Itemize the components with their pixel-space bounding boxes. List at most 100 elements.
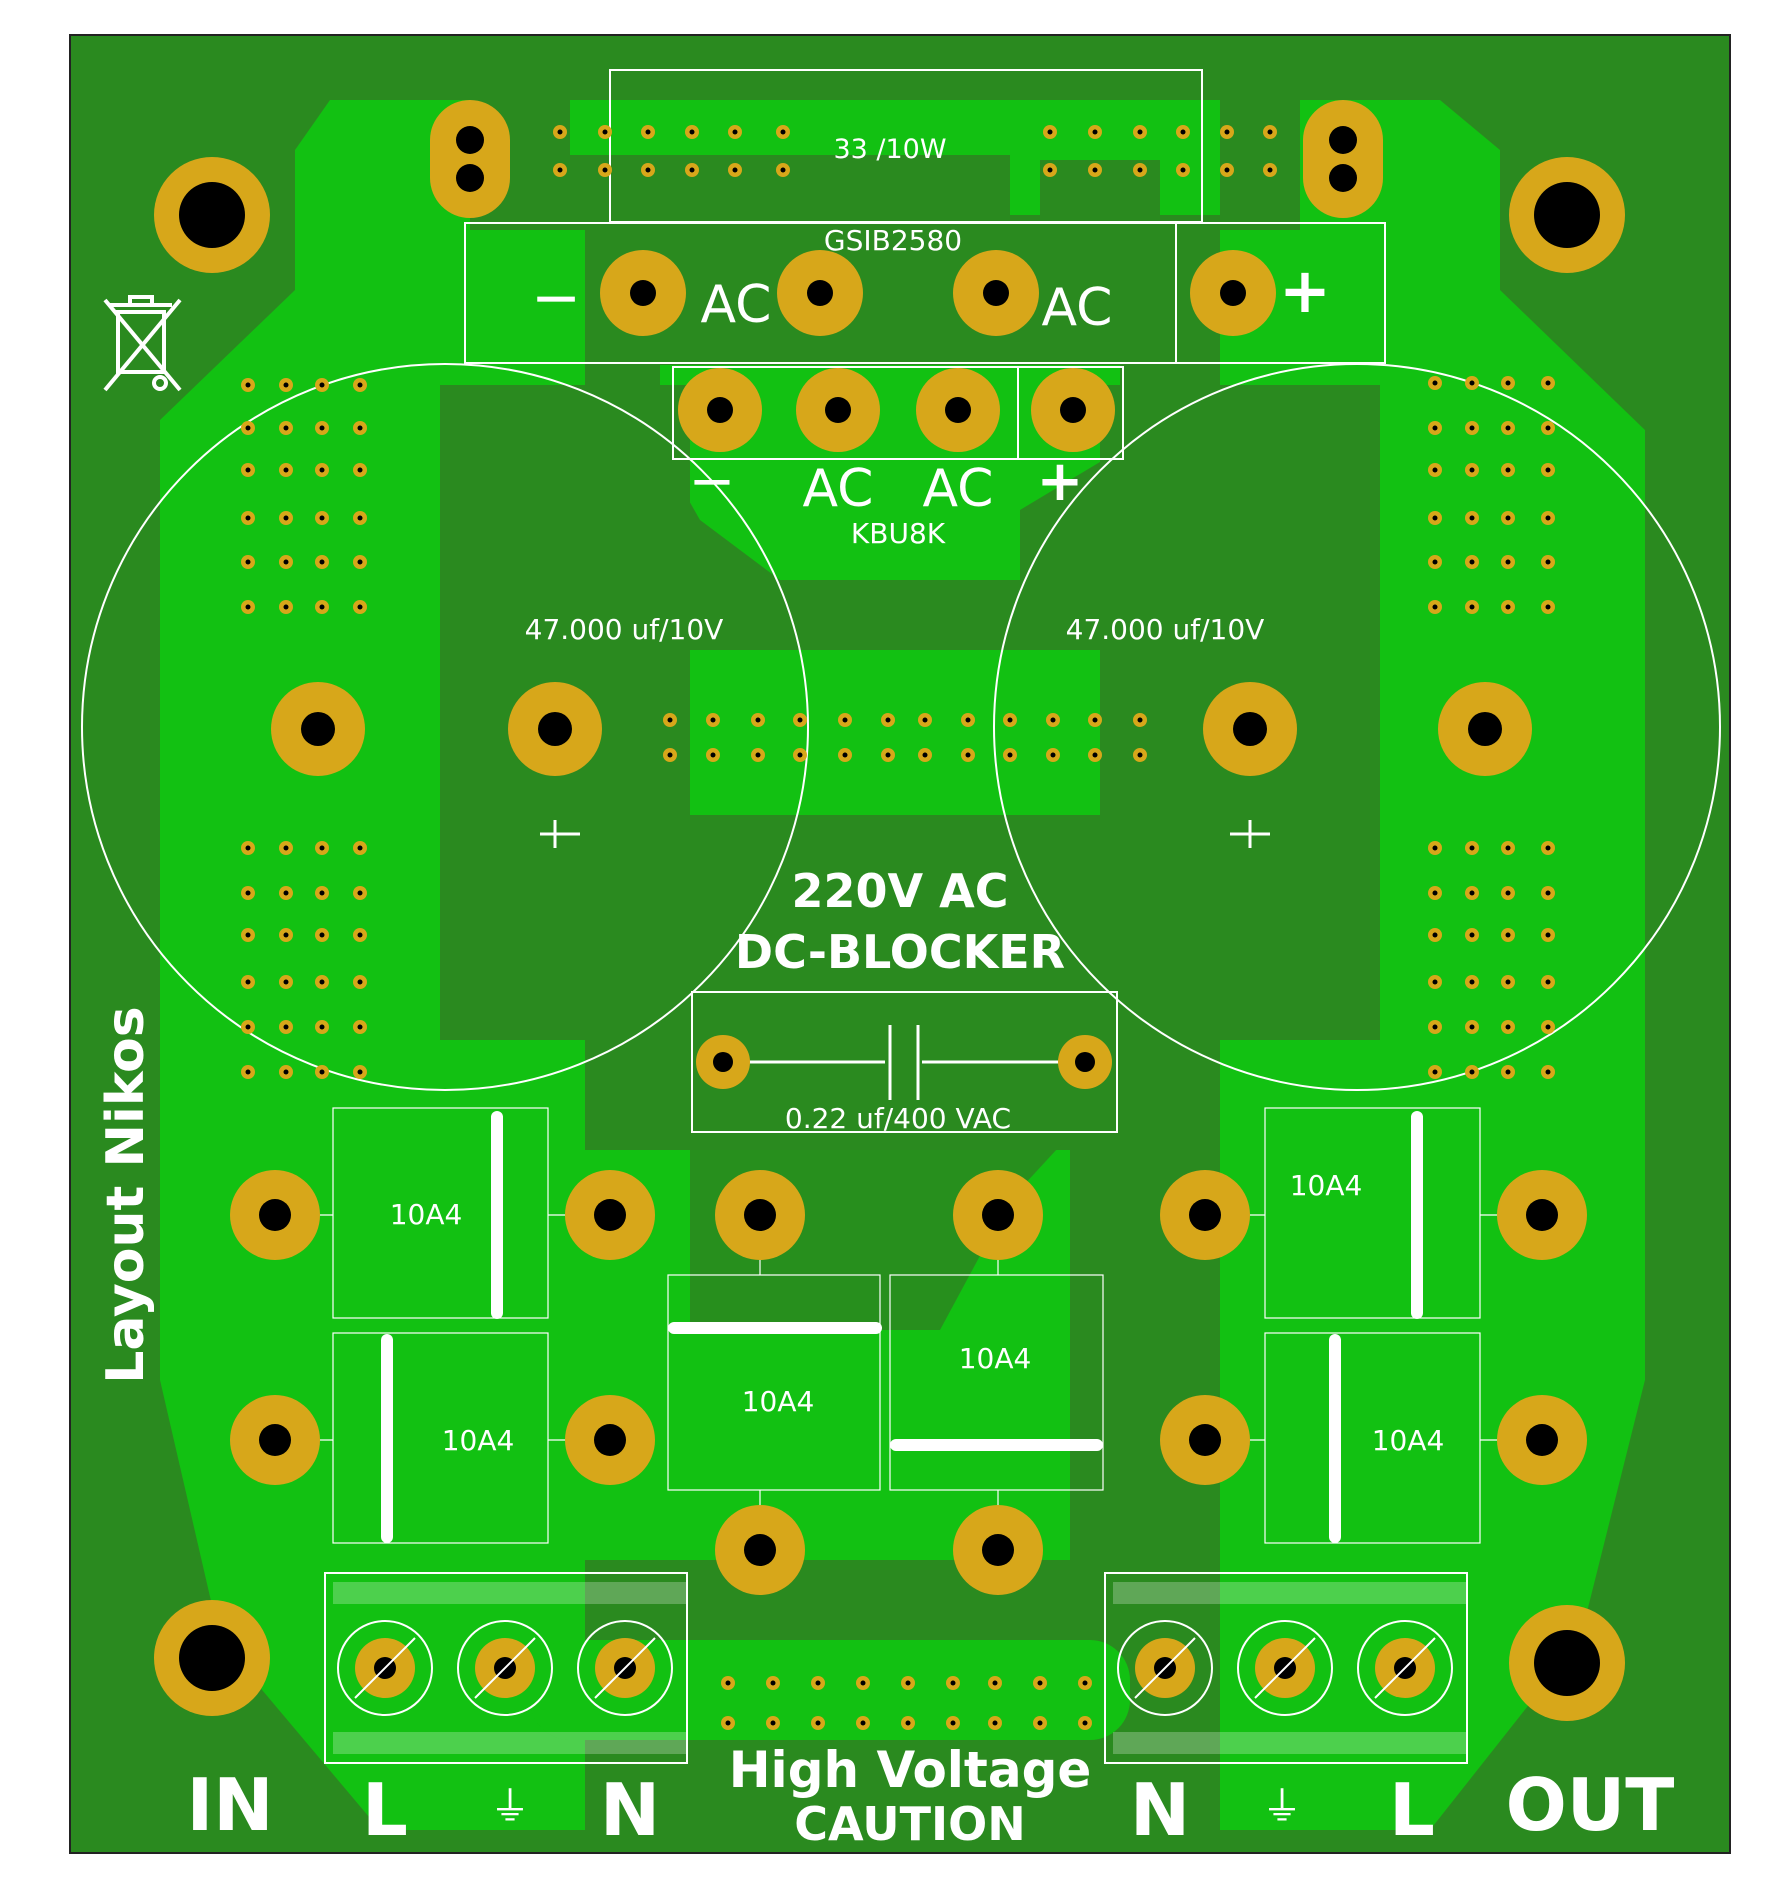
pad-hole [1526, 1424, 1558, 1456]
via-hole [283, 1024, 289, 1030]
via-hole [357, 1024, 363, 1030]
via-hole [357, 515, 363, 521]
via-hole [245, 932, 251, 938]
via-hole [725, 1680, 731, 1686]
pad-hole [1534, 1630, 1600, 1696]
via-hole [283, 515, 289, 521]
via-hole [1092, 752, 1098, 758]
via-hole [1007, 752, 1013, 758]
via-hole [815, 1680, 821, 1686]
via-hole [1545, 604, 1551, 610]
via-hole [1267, 129, 1273, 135]
via-hole [245, 979, 251, 985]
pad-hole [713, 1052, 733, 1072]
via-hole [725, 1720, 731, 1726]
via-hole [667, 717, 673, 723]
pad-hole [1534, 182, 1600, 248]
diode-label: 10A4 [442, 1424, 515, 1457]
via-hole [1545, 1069, 1551, 1075]
via-hole [732, 129, 738, 135]
via-hole [1432, 932, 1438, 938]
via-array [241, 125, 1555, 1730]
bridge1-ac2: AC [1042, 278, 1113, 338]
via-hole [357, 979, 363, 985]
out-label: OUT [1506, 1763, 1675, 1847]
via-hole [1180, 167, 1186, 173]
via-hole [950, 1680, 956, 1686]
via-hole [1037, 1680, 1043, 1686]
via-hole [1469, 1024, 1475, 1030]
bridge1-part-label: GSIB2580 [824, 224, 962, 257]
bridge2-minus: − [689, 449, 736, 514]
pad-hole [456, 164, 484, 192]
via-hole [770, 1720, 776, 1726]
terminal-out-outline [1104, 1572, 1468, 1764]
via-hole [557, 167, 563, 173]
via-hole [319, 932, 325, 938]
pad-hole [259, 1199, 291, 1231]
via-hole [283, 604, 289, 610]
via-hole [602, 129, 608, 135]
via-hole [283, 1069, 289, 1075]
title-line2: DC-BLOCKER [735, 925, 1065, 979]
diode-label: 10A4 [742, 1385, 815, 1418]
pad-hole [179, 1625, 245, 1691]
pad-array [154, 100, 1625, 1721]
pad-hole [825, 397, 851, 423]
via-hole [245, 890, 251, 896]
via-hole [1469, 845, 1475, 851]
copper-bottom-band [530, 1640, 1130, 1740]
via-hole [357, 1069, 363, 1075]
pad-hole [456, 126, 484, 154]
via-hole [667, 752, 673, 758]
via-hole [319, 382, 325, 388]
via-hole [245, 467, 251, 473]
via-hole [1432, 1024, 1438, 1030]
via-hole [283, 382, 289, 388]
via-hole [965, 752, 971, 758]
via-hole [1469, 515, 1475, 521]
via-hole [1137, 752, 1143, 758]
via-hole [755, 717, 761, 723]
via-hole [245, 1069, 251, 1075]
pad-hole [1220, 280, 1246, 306]
pad-hole [259, 1424, 291, 1456]
via-hole [689, 167, 695, 173]
via-hole [319, 467, 325, 473]
via-hole [1545, 425, 1551, 431]
via-hole [1180, 129, 1186, 135]
pad-hole [1189, 1424, 1221, 1456]
via-hole [1432, 559, 1438, 565]
via-hole [1545, 467, 1551, 473]
via-hole [319, 559, 325, 565]
via-hole [1469, 932, 1475, 938]
pad-hole [744, 1534, 776, 1566]
pad-hole [594, 1424, 626, 1456]
title-line1: 220V AC [792, 864, 1009, 918]
out-term-label: ⏚ [1262, 1784, 1302, 1830]
bridge1-ac1: AC [701, 275, 772, 335]
terminal-screw-ring [1117, 1620, 1213, 1716]
via-hole [797, 752, 803, 758]
via-hole [1505, 932, 1511, 938]
via-hole [319, 515, 325, 521]
pad-hole [179, 182, 245, 248]
resistor-label: 33 /10W [833, 134, 946, 165]
via-hole [842, 752, 848, 758]
via-hole [283, 845, 289, 851]
via-hole [283, 559, 289, 565]
via-hole [245, 604, 251, 610]
terminal-screw-ring [577, 1620, 673, 1716]
via-hole [283, 467, 289, 473]
via-hole [1469, 890, 1475, 896]
via-hole [905, 1680, 911, 1686]
via-hole [1469, 559, 1475, 565]
pad-hole [1468, 712, 1502, 746]
terminal-screw-slot [354, 1637, 416, 1699]
pad-hole [538, 712, 572, 746]
via-hole [1432, 467, 1438, 473]
via-hole [1469, 604, 1475, 610]
bridge2-outline [672, 366, 1124, 460]
via-hole [1469, 380, 1475, 386]
terminal-screw-slot [1374, 1637, 1436, 1699]
